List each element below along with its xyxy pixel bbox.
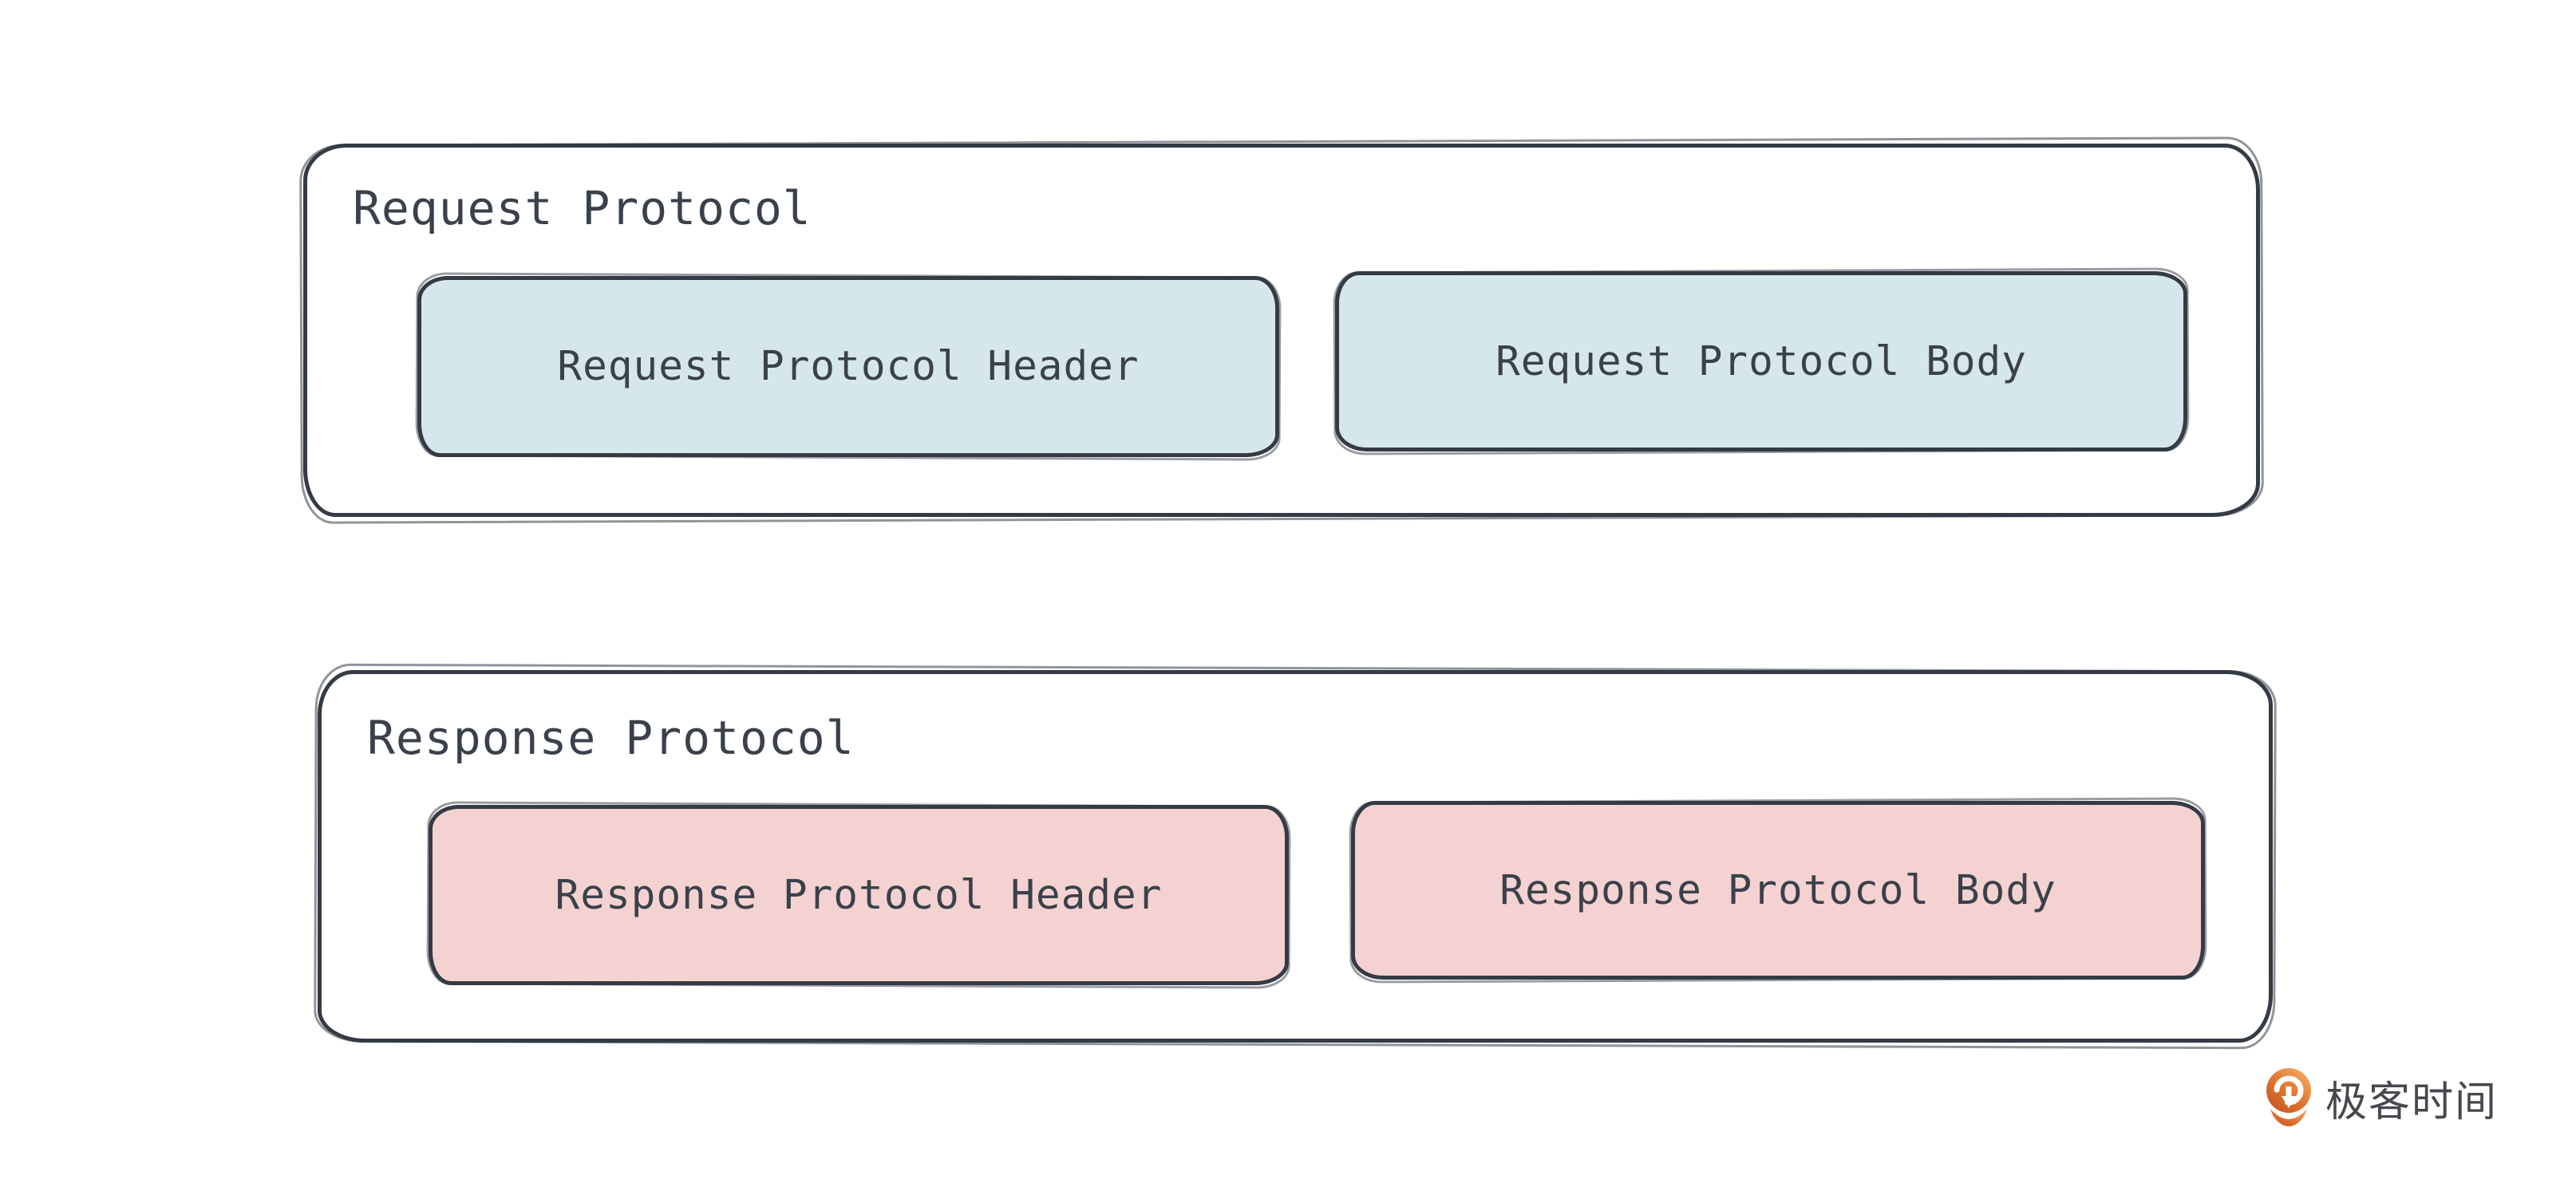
response-protocol-container: Response Protocol Response Protocol Head… bbox=[318, 670, 2273, 1043]
request-protocol-label: Request Protocol bbox=[353, 181, 812, 235]
request-protocol-header-box: Request Protocol Header bbox=[417, 276, 1279, 457]
request-protocol-body-box: Request Protocol Body bbox=[1335, 271, 2187, 452]
brand-name: 极客时间 bbox=[2325, 1078, 2499, 1126]
response-protocol-body-box: Response Protocol Body bbox=[1351, 801, 2205, 980]
geektime-logo-icon bbox=[2266, 1068, 2311, 1126]
response-protocol-body-label: Response Protocol Body bbox=[1499, 866, 2056, 914]
request-protocol-body-label: Request Protocol Body bbox=[1495, 337, 2027, 385]
request-protocol-header-label: Request Protocol Header bbox=[557, 343, 1140, 390]
response-protocol-header-label: Response Protocol Header bbox=[555, 871, 1163, 919]
request-protocol-container: Request Protocol Request Protocol Header… bbox=[303, 144, 2260, 517]
brand-logo: 极客时间 bbox=[2265, 1067, 2498, 1128]
response-protocol-header-box: Response Protocol Header bbox=[429, 805, 1289, 985]
response-protocol-label: Response Protocol bbox=[367, 711, 855, 765]
